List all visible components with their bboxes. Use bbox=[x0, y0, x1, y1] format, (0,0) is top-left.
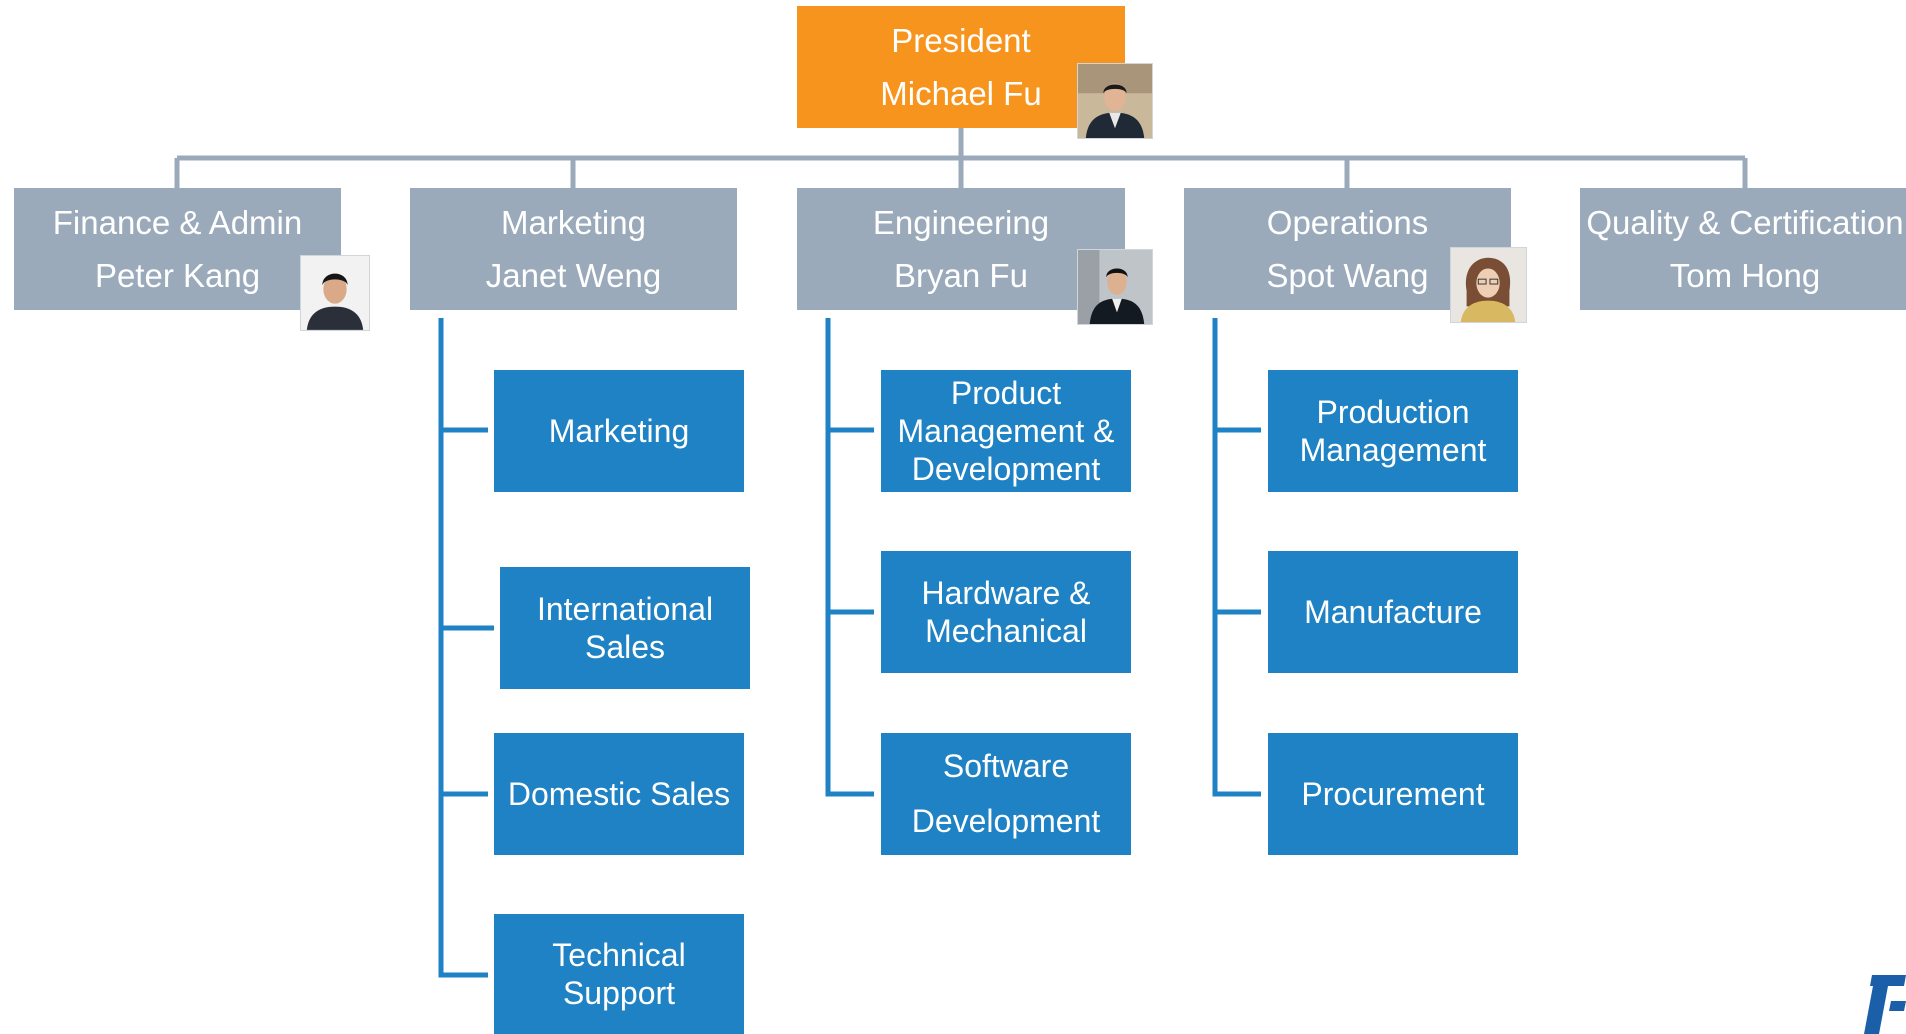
unit-label: Product Management & Development bbox=[897, 375, 1115, 487]
operations-spine bbox=[1212, 318, 1261, 797]
unit-label: Hardware & Mechanical bbox=[921, 575, 1091, 649]
unit-label: Procurement bbox=[1301, 776, 1485, 812]
department-role: Quality & Certification bbox=[1586, 204, 1904, 241]
department-finance: Finance & Admin Peter Kang bbox=[14, 188, 341, 310]
unit-hardware-mechanical: Hardware & Mechanical bbox=[881, 551, 1131, 673]
department-marketing: Marketing Janet Weng bbox=[410, 188, 737, 310]
unit-label: Software Development bbox=[911, 748, 1101, 839]
department-head: Spot Wang bbox=[1266, 257, 1429, 294]
unit-production-management: Production Management bbox=[1268, 370, 1518, 492]
unit-software-development: Software Development bbox=[881, 733, 1131, 855]
unit-international-sales: International Sales bbox=[500, 567, 750, 689]
person-photo-peter-kang bbox=[300, 255, 370, 331]
unit-domestic-sales: Domestic Sales bbox=[494, 733, 744, 855]
person-photo-spot-wang bbox=[1450, 247, 1527, 323]
unit-label: Manufacture bbox=[1304, 594, 1482, 630]
unit-label: Technical Support bbox=[552, 937, 686, 1011]
unit-label: Domestic Sales bbox=[507, 776, 731, 812]
department-role: Engineering bbox=[872, 204, 1050, 241]
unit-label: International Sales bbox=[536, 591, 714, 665]
person-photo-bryan-fu bbox=[1077, 249, 1153, 325]
unit-label: Production Management bbox=[1299, 394, 1487, 468]
marketing-spine bbox=[438, 318, 488, 978]
department-engineering: Engineering Bryan Fu bbox=[797, 188, 1125, 310]
department-head: Janet Weng bbox=[485, 257, 662, 294]
department-role: Operations bbox=[1266, 204, 1429, 241]
unit-manufacture: Manufacture bbox=[1268, 551, 1518, 673]
engineering-spine bbox=[825, 318, 874, 797]
company-logo-icon bbox=[1864, 975, 1906, 1034]
unit-label: Marketing bbox=[548, 413, 690, 449]
unit-product-management: Product Management & Development bbox=[881, 370, 1131, 492]
department-head: Peter Kang bbox=[94, 257, 261, 294]
department-head: Tom Hong bbox=[1669, 257, 1821, 294]
president-box: President Michael Fu bbox=[797, 6, 1125, 128]
person-photo-michael-fu bbox=[1077, 63, 1153, 139]
president-role: President bbox=[891, 22, 1031, 59]
president-name: Michael Fu bbox=[880, 75, 1042, 112]
unit-marketing: Marketing bbox=[494, 370, 744, 492]
unit-procurement: Procurement bbox=[1268, 733, 1518, 855]
department-quality: Quality & Certification Tom Hong bbox=[1580, 188, 1906, 310]
unit-technical-support: Technical Support bbox=[494, 914, 744, 1034]
department-role: Marketing bbox=[501, 204, 646, 241]
department-role: Finance & Admin bbox=[52, 204, 303, 241]
department-head: Bryan Fu bbox=[894, 257, 1028, 294]
